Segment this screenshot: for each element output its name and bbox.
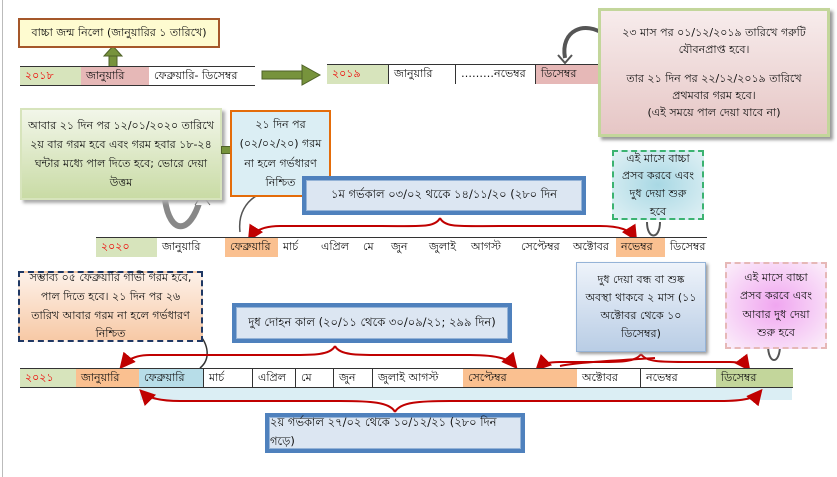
- timeline-2021: ২০২১ জানুয়ারি ফেব্রুয়ারি মার্চ এপ্রিল …: [20, 368, 793, 388]
- note-text: ২১ দিন পর (০২/০২/২০) গরম না হলে গর্ভধারণ…: [239, 118, 322, 189]
- month-cell: আগস্ট: [471, 240, 502, 253]
- note-line: যৌবনপ্রাপ্ত হবে।: [678, 42, 750, 56]
- note-line: তার ২১ দিন পর ২২/১২/২০১৯ তারিখে: [626, 71, 802, 85]
- month-cell: সেপ্টেম্বর: [521, 240, 560, 253]
- year-cell: ২০১৯: [327, 65, 388, 84]
- left-border: [2, 0, 3, 477]
- month-cell: মার্চ: [283, 240, 299, 253]
- heat-2021-note: সম্ভাব্য ০৫ ফেব্রুয়ারি গাভী গরম হবে, পা…: [18, 271, 203, 342]
- loop-arrow-icon: [646, 221, 661, 237]
- month-cell: এপ্রিল: [321, 240, 349, 253]
- month-cell: সেপ্টেম্বর: [463, 369, 577, 387]
- note-text: সম্ভাব্য ০৫ ফেব্রুয়ারি গাভী গরম হবে, পা…: [29, 271, 192, 341]
- note-line: প্রথমবার গরম হবে।: [672, 89, 756, 103]
- timeline-2018: ২০১৮ জানুয়ারি ফেব্রুয়ারি- ডিসেম্বর: [20, 66, 255, 86]
- calf-born-note: বাচ্চা জন্ম নিলো (জানুয়ারির ১ তারিখে): [18, 18, 220, 48]
- gestation1-banner: ১ম গর্ভকাল ০৩/০২ থকেে ১৪/১১/২০ (২৮০ দিন: [302, 176, 586, 215]
- month-cell: ফেব্রুয়ারি: [139, 369, 203, 387]
- note-text: এই মাসে বাচ্চা প্রসব করবে এবং আবার দুধ দ…: [739, 271, 813, 339]
- calving-2021-note: এই মাসে বাচ্চা প্রসব করবে এবং আবার দুধ দ…: [725, 262, 827, 349]
- gestation2-banner: ২য় গর্ভকাল ২৭/০২ থেকে ১০/১২/২১ (২৮০ দিন…: [265, 413, 525, 453]
- month-cell: এপ্রিল: [252, 369, 295, 387]
- year-cell: ২০২১: [20, 369, 76, 387]
- note-line: ২৩ মাস পর ০১/১২/২০১৯ তারিখে গরুটি: [622, 25, 806, 39]
- timeline-2020: ২০২০ জানুয়ারি ফেব্রুয়ারি মার্চ এপ্রিল …: [96, 237, 707, 257]
- pregnancy-confirm-note: ২১ দিন পর (০২/০২/২০) গরম না হলে গর্ভধারণ…: [230, 110, 331, 197]
- banner-text: ২য় গর্ভকাল ২৭/০২ থেকে ১০/১২/২১ (২৮০ দিন…: [270, 415, 497, 448]
- month-cell: জুন: [333, 369, 372, 387]
- note-line: (এই সময়ে পাল দেয়া যাবে না): [647, 106, 781, 120]
- month-cell: মে: [363, 240, 374, 253]
- second-heat-note: আবার ২১ দিন পর ১২/০১/২০২০ তারিখে ২য় বার…: [20, 108, 222, 200]
- banner-text: দুধ দোহন কাল (২০/১১ থেকে ৩০/০৯/২১; ২৯৯ দ…: [248, 314, 496, 329]
- month-cell: জানুয়ারি: [388, 65, 455, 84]
- up-arrow-icon: [102, 45, 124, 68]
- month-cell: ডিসেম্বর: [535, 65, 598, 84]
- note-text: বাচ্চা জন্ম নিলো (জানুয়ারির ১ তারিখে): [31, 26, 207, 40]
- month-cell: জুলাই: [429, 240, 456, 253]
- note-text: দুধ দেয়া বন্ধ বা শুষ্ক অবস্থা থাকবে ২ ম…: [585, 272, 697, 341]
- month-cell: মার্চ: [203, 369, 252, 387]
- puberty-note: ২৩ মাস পর ০১/১২/২০১৯ তারিখে গরুটি যৌবনপ্…: [598, 8, 830, 137]
- month-cell: অক্টোবর: [582, 370, 618, 384]
- month-cell: মে: [295, 369, 333, 387]
- month-cell: অক্টোবর: [573, 240, 609, 253]
- brace-arrow-gestation2: [139, 389, 396, 413]
- month-cell: ফেব্রুয়ারি: [225, 238, 278, 257]
- month-cell: নভেম্বর: [640, 369, 716, 387]
- month-cell: জানুয়ারি: [81, 67, 149, 85]
- curved-arrow-icon: [238, 192, 263, 233]
- right-arrow-icon: [261, 64, 322, 86]
- brace-arrow-gestation1: [247, 217, 441, 242]
- lactation-banner: দুধ দোহন কাল (২০/১১ থেকে ৩০/০৯/২১; ২৯৯ দ…: [232, 303, 512, 343]
- month-cell: জুলাই আগস্ট: [372, 369, 463, 387]
- month-cell: ………নভেম্বর: [455, 65, 535, 84]
- banner-text: ১ম গর্ভকাল ০৩/০২ থকেে ১৪/১১/২০ (২৮০ দিন: [330, 187, 557, 201]
- month-cell: জানুয়ারি: [162, 240, 201, 253]
- month-cell: জানুয়ারি: [76, 369, 139, 387]
- brace-arrow-lactation: [119, 345, 336, 370]
- month-cell: জুন: [391, 240, 408, 253]
- brace-arrow-dry-period: [535, 353, 642, 371]
- dry-period-note: দুধ দেয়া বন্ধ বা শুষ্ক অবস্থা থাকবে ২ ম…: [576, 262, 706, 352]
- timeline-2019: ২০১৯ জানুয়ারি ………নভেম্বর ডিসেম্বর: [327, 64, 598, 84]
- calving-2020-note: এই মাসে বাচ্চা প্রসব করবে এবং দুধ দেয়া …: [612, 150, 704, 220]
- month-cell: ডিসেম্বর: [670, 240, 706, 253]
- note-text: এই মাসে বাচ্চা প্রসব করবে এবং দুধ দেয়া …: [621, 151, 695, 218]
- loop-arrow-icon: [767, 344, 781, 361]
- note-text: আবার ২১ দিন পর ১২/০১/২০২০ তারিখে ২য় বার…: [28, 118, 214, 190]
- month-cell: ফেব্রুয়ারি- ডিসেম্বর: [154, 68, 238, 82]
- month-cell: নভেম্বর: [616, 238, 665, 257]
- year-cell: ২০১৮: [20, 67, 81, 85]
- year-cell: ২০২০: [96, 238, 157, 257]
- month-cell: ডিসেম্বর: [716, 369, 793, 387]
- loop-arrow-icon: [162, 199, 203, 230]
